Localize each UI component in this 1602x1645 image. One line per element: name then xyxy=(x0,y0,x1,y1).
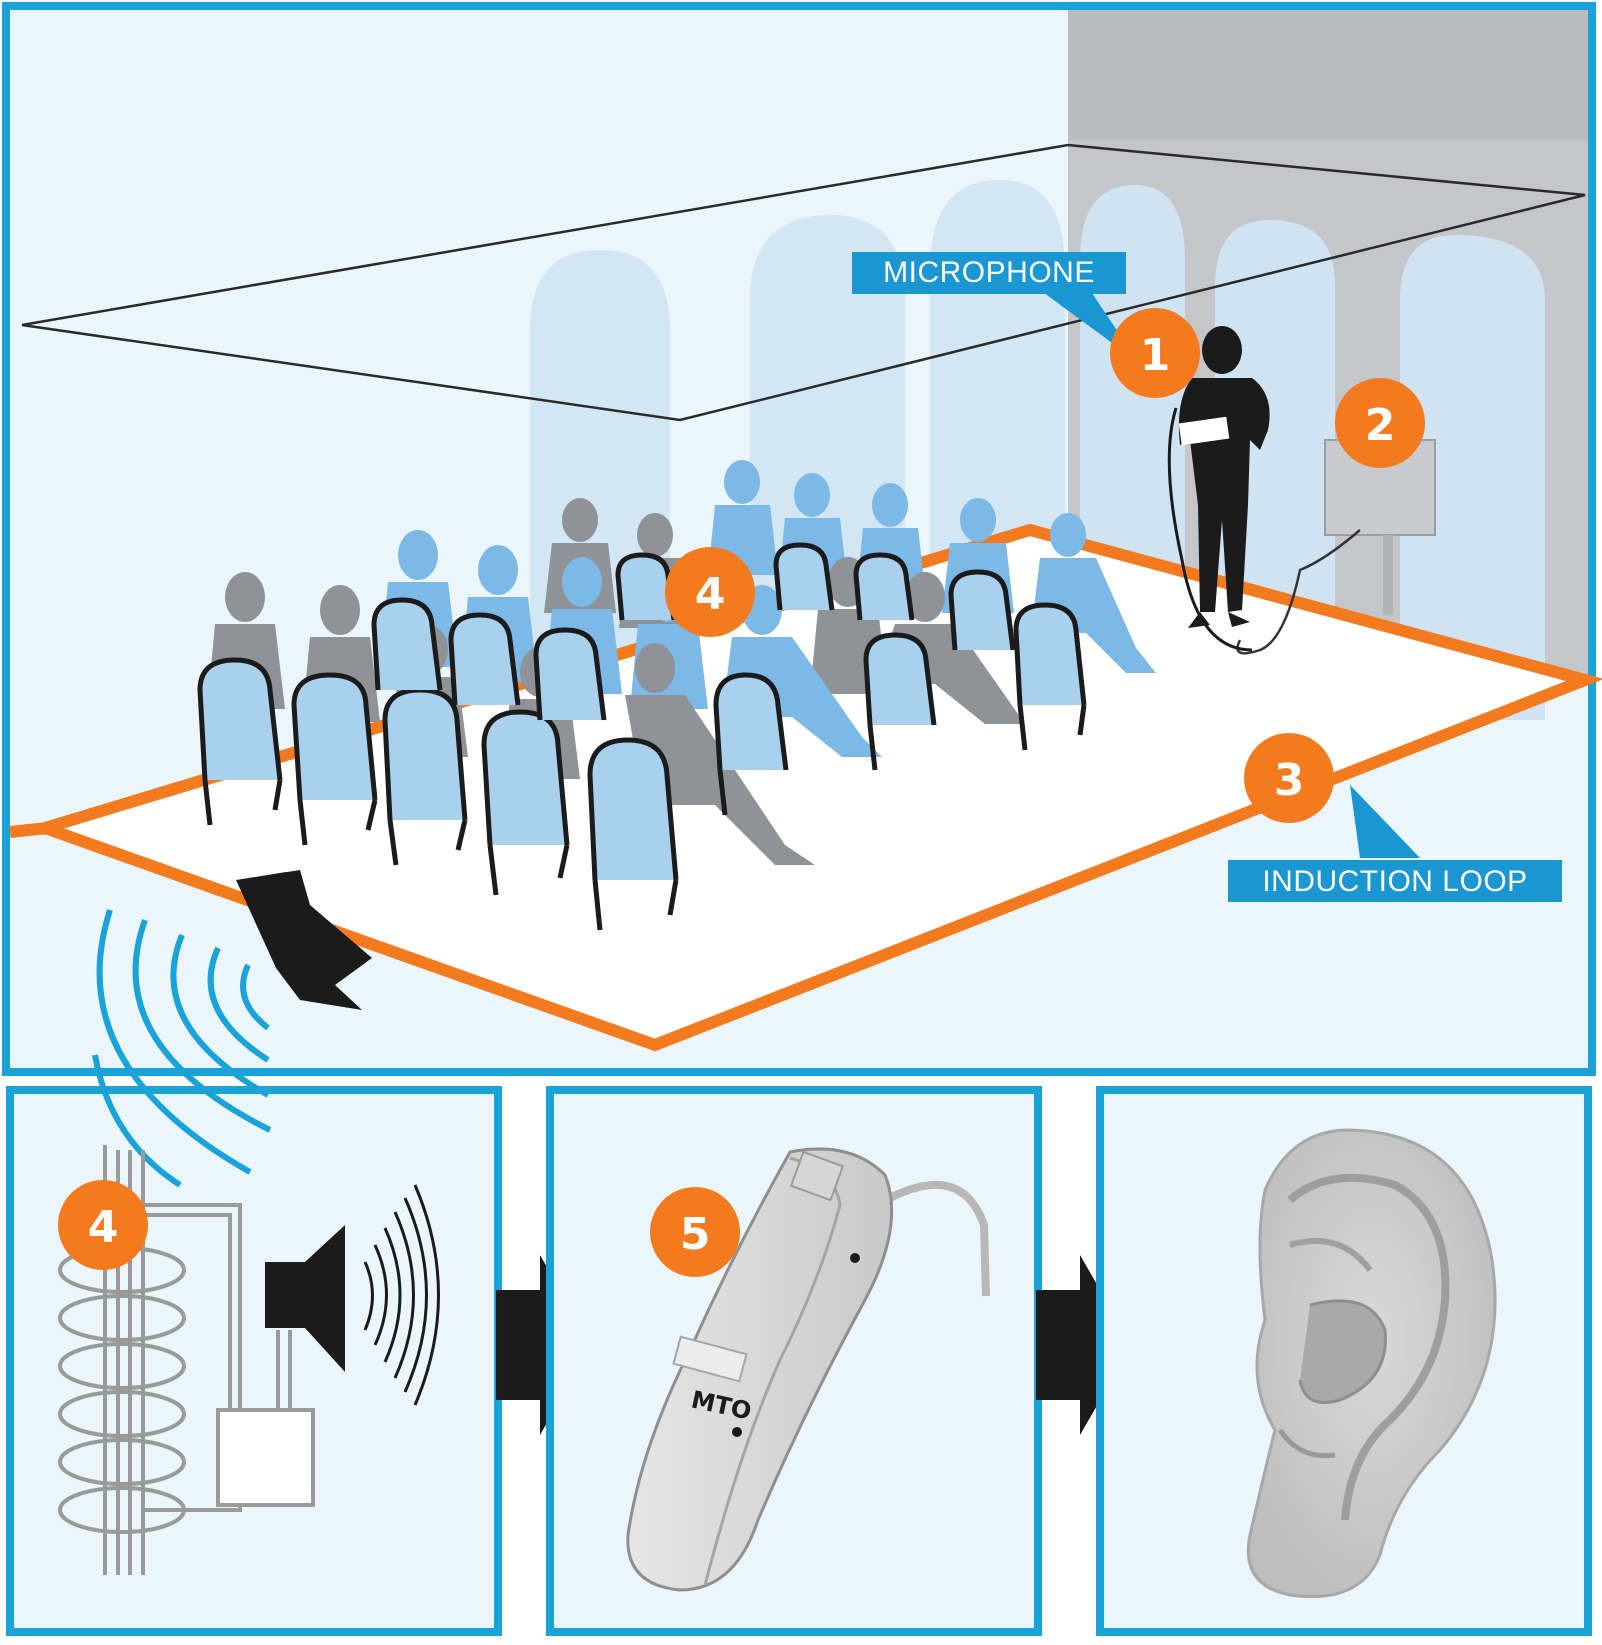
audience xyxy=(197,460,1156,931)
floor xyxy=(45,530,1585,1045)
ear-icon xyxy=(1246,1128,1497,1599)
induction-loop-label: INDUCTION LOOP xyxy=(1262,865,1527,898)
room-panel: MICROPHONE INDUCTION LOOP 1 2 3 4 xyxy=(2,2,1602,1076)
marker-3: 3 xyxy=(1244,733,1334,823)
ceiling-outline xyxy=(21,143,1586,422)
marker-4-panel: 4 xyxy=(58,1180,148,1270)
marker-2: 2 xyxy=(1335,378,1425,468)
induction-loop-callout: INDUCTION LOOP xyxy=(1228,785,1562,902)
svg-text:4: 4 xyxy=(695,569,726,620)
microphone-label: MICROPHONE xyxy=(883,256,1095,289)
marker-1: 1 xyxy=(1110,308,1200,398)
ear-panel xyxy=(1096,1086,1592,1636)
magnetic-field-waves xyxy=(92,909,272,1188)
presenter-silhouette xyxy=(1167,326,1270,652)
coil-panel-frame xyxy=(6,1086,502,1636)
hearing-aid-panel: MTO 5 xyxy=(546,1086,1042,1636)
svg-text:1: 1 xyxy=(1140,330,1171,381)
hearing-aid-icon: MTO xyxy=(626,1147,990,1592)
svg-text:4: 4 xyxy=(88,1202,119,1253)
marker-5: 5 xyxy=(650,1187,740,1277)
loop-feed-wire xyxy=(9,822,49,838)
svg-text:5: 5 xyxy=(680,1209,711,1260)
right-arrow-icon xyxy=(496,1255,592,1435)
coil-panel: 4 xyxy=(6,909,502,1636)
marker-4-room: 4 xyxy=(665,547,755,637)
speaker-icon xyxy=(265,1184,440,1406)
svg-text:2: 2 xyxy=(1365,400,1396,451)
svg-text:3: 3 xyxy=(1274,755,1305,806)
right-arrow-icon xyxy=(1036,1255,1132,1435)
